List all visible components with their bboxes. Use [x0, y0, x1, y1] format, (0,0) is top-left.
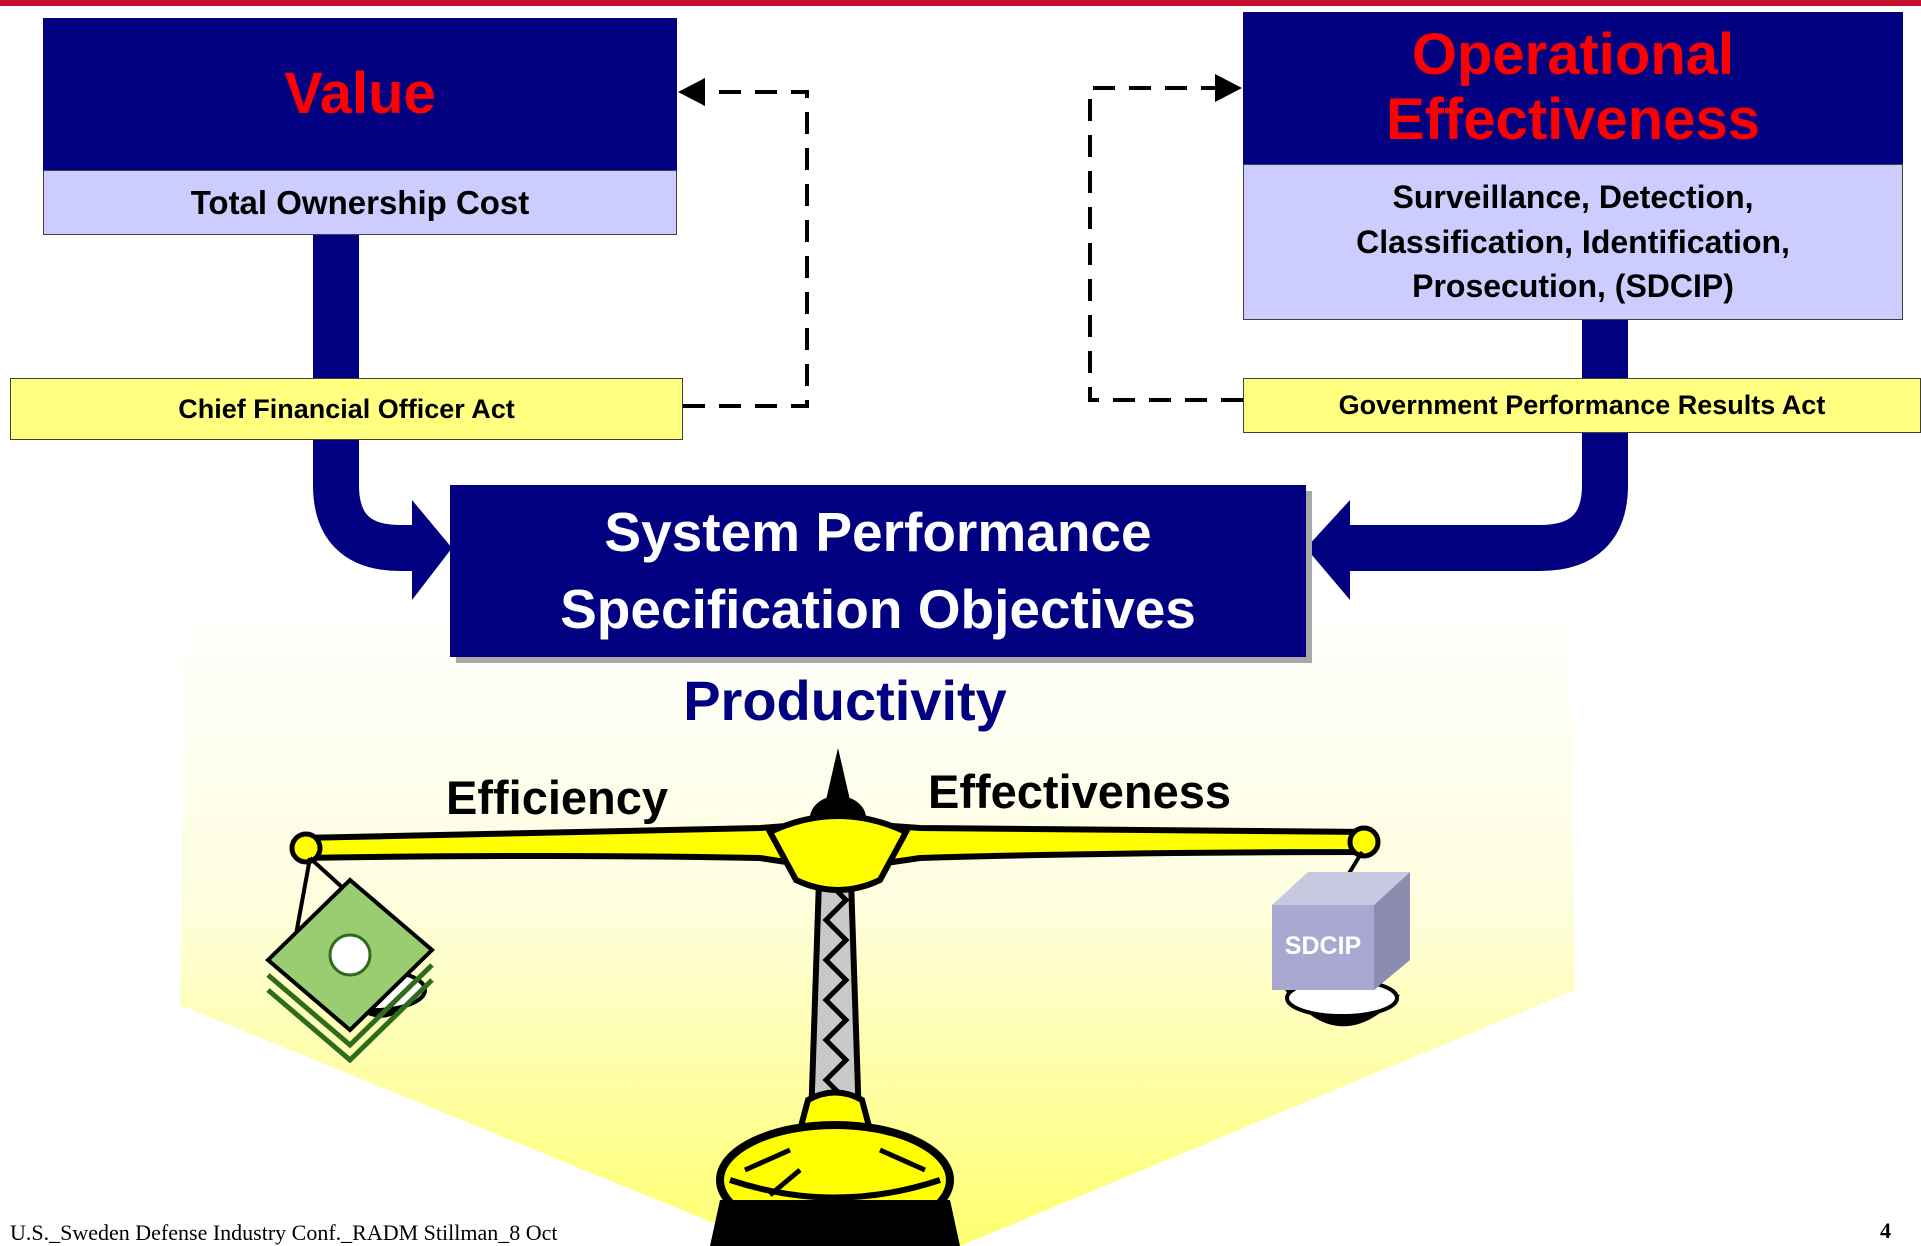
gpra-feedback-connector [1088, 86, 1243, 402]
value-flow-arrowhead [412, 500, 452, 600]
opeff-title-line1: Operational [1411, 22, 1735, 88]
value-subtitle: Total Ownership Cost [190, 183, 530, 221]
gpra-act-label: Government Performance Results Act [1338, 390, 1826, 420]
weight-block-icon [1272, 872, 1410, 990]
value-header: Value [43, 18, 677, 170]
opeff-flow-arrowhead [1306, 500, 1350, 600]
cfo-act-label: Chief Financial Officer Act [178, 393, 515, 424]
gpra-act-box: Government Performance Results Act [1243, 378, 1921, 433]
opeff-subtitle-line3: Prosecution, (SDCIP) [1412, 268, 1734, 305]
weight-block-label: SDCIP [1284, 932, 1362, 960]
objectives-line1: System Performance [604, 501, 1152, 563]
opeff-flow-arrow [1350, 318, 1628, 571]
value-flow-arrow [313, 235, 420, 571]
opeff-title-line2: Effectiveness [1386, 87, 1760, 152]
effectiveness-label: Effectiveness [928, 765, 1232, 818]
cfo-act-box: Chief Financial Officer Act [10, 378, 683, 440]
opeff-subtitle-box: Surveillance, Detection, Classification,… [1243, 164, 1903, 320]
page-number: 4 [1880, 1218, 1891, 1243]
spotlight-beam [180, 610, 1575, 1246]
efficiency-label: Efficiency [446, 771, 669, 824]
objectives-box: System Performance Specification Objecti… [450, 485, 1306, 657]
objectives-line2: Specification Objectives [560, 578, 1196, 640]
footer-text: U.S._Sweden Defense Industry Conf._RADM … [10, 1220, 558, 1245]
value-subtitle-box: Total Ownership Cost [43, 170, 677, 235]
opeff-subtitle-line2: Classification, Identification, [1356, 223, 1790, 260]
opeff-subtitle-line1: Surveillance, Detection, [1392, 178, 1754, 215]
gpra-feedback-arrowhead [1215, 74, 1242, 102]
money-stack-icon [265, 877, 435, 1064]
cfo-feedback-arrowhead [678, 78, 705, 106]
value-title: Value [284, 60, 436, 126]
opeff-header: Operational Effectiveness [1243, 12, 1903, 164]
top-accent-bar [0, 0, 1921, 6]
productivity-label: Productivity [683, 669, 1007, 732]
